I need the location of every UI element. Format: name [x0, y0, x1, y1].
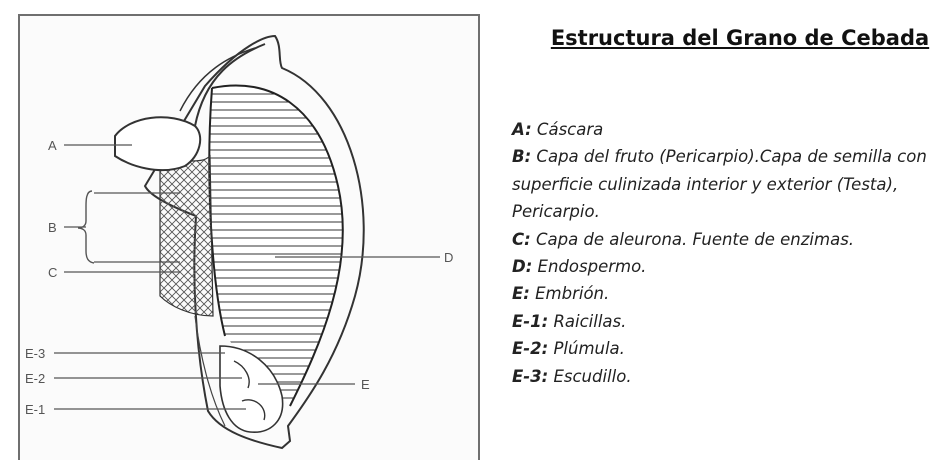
- legend-text: Embrión.: [529, 284, 610, 304]
- legend-text: Endospermo.: [532, 257, 647, 277]
- grain-illustration: A B C D E E-3 E-2 E-1: [25, 34, 453, 450]
- legend-item-a: A: Cáscara: [512, 116, 942, 143]
- label-a: A: [48, 138, 57, 153]
- embryo: [219, 345, 284, 433]
- legend: A: Cáscara B: Capa del fruto (Pericarpio…: [512, 116, 942, 390]
- legend-text: Plúmula.: [548, 339, 625, 359]
- b-bracket: [77, 190, 95, 264]
- legend-item-e3: E-3: Escudillo.: [512, 363, 942, 390]
- legend-key: E-3:: [512, 366, 549, 386]
- legend-text: Escudillo.: [548, 366, 632, 386]
- page-title: Estructura del Grano de Cebada: [550, 26, 930, 50]
- legend-key: D:: [512, 257, 533, 277]
- legend-text: Raicillas.: [548, 311, 627, 331]
- legend-key: E-2:: [512, 339, 549, 359]
- legend-text: Capa del fruto (Pericarpio).Capa de semi…: [512, 147, 927, 222]
- legend-item-e: E: Embrión.: [512, 280, 942, 307]
- label-e1: E-1: [25, 402, 45, 417]
- label-d: D: [444, 250, 453, 265]
- legend-key: E:: [512, 284, 530, 304]
- pericarp-layers: [159, 154, 214, 317]
- legend-key: B:: [512, 147, 532, 167]
- legend-item-d: D: Endospermo.: [512, 253, 942, 280]
- label-b: B: [48, 220, 57, 235]
- legend-item-e1: E-1: Raicillas.: [512, 308, 942, 335]
- label-e3: E-3: [25, 346, 45, 361]
- legend-text: Cáscara: [531, 120, 604, 139]
- legend-item-b: B: Capa del fruto (Pericarpio).Capa de s…: [512, 143, 942, 225]
- legend-key: C:: [512, 229, 531, 249]
- husk-piece: [114, 116, 202, 172]
- legend-item-e2: E-2: Plúmula.: [512, 335, 942, 362]
- legend-key: E-1:: [512, 311, 549, 331]
- legend-item-c: C: Capa de aleurona. Fuente de enzimas.: [512, 226, 942, 253]
- label-c: C: [48, 265, 57, 280]
- barley-grain-diagram: A B C D E E-3 E-2 E-1: [18, 14, 480, 460]
- label-e: E: [361, 377, 370, 392]
- label-e2: E-2: [25, 371, 45, 386]
- legend-key: A:: [512, 120, 532, 139]
- legend-text: Capa de aleurona. Fuente de enzimas.: [530, 229, 855, 249]
